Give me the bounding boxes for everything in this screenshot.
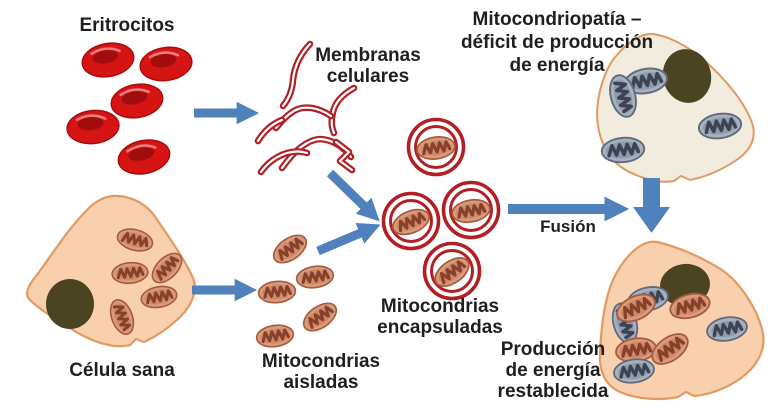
cell-nucleus <box>46 279 94 329</box>
arrow-isolated-to-encapsulated <box>316 222 381 256</box>
mitochondrion-icon <box>448 195 494 227</box>
label-mitochondriopathy: Mitocondriopatía – déficit de producción… <box>460 9 654 76</box>
label-fusion: Fusión <box>540 217 596 236</box>
label-energy-restored: Producción de energía restablecida <box>497 339 609 402</box>
diseased-cell <box>595 32 755 183</box>
mitochondrion-icon <box>293 262 337 292</box>
capsule-icon <box>381 191 441 251</box>
cell-nucleus <box>662 49 712 103</box>
membrane-fragment-icon <box>336 142 352 170</box>
label-cell-membranes: Membranas celulares <box>315 45 421 87</box>
arrows-group <box>192 101 670 302</box>
erythrocyte-icon <box>113 134 175 180</box>
capsule-icon <box>406 117 466 177</box>
membrane-fragment-icon <box>258 120 282 141</box>
capsule-icon <box>422 241 482 301</box>
capsule-icon <box>441 180 501 240</box>
erythrocyte-icon <box>136 42 196 86</box>
mitochondrion-icon <box>297 296 343 338</box>
erythrocytes-group <box>64 37 196 180</box>
arrow-membranes-to-encapsulated <box>326 169 380 222</box>
mitochondrion-icon <box>256 278 298 306</box>
mitochondrion-icon <box>267 228 313 270</box>
mitochondrion-icon <box>414 133 458 163</box>
arrow-diseased-to-restored <box>633 178 670 233</box>
erythrocyte-icon <box>78 37 138 83</box>
membrane-fragment-icon <box>332 88 354 133</box>
label-isolated-mitochondria: Mitocondrias aisladas <box>261 351 381 393</box>
label-encapsulated-mitochondria: Mitocondrias encapsuladas <box>377 296 503 338</box>
label-healthy-cell: Célula sana <box>69 360 175 381</box>
encapsulated-mitochondria-group <box>381 117 501 301</box>
restored-cell <box>598 240 765 401</box>
label-erythrocytes: Eritrocitos <box>79 15 175 36</box>
mitochondrion-icon <box>253 321 297 351</box>
erythrocyte-icon <box>107 78 167 124</box>
erythrocyte-icon <box>64 106 122 148</box>
healthy-cell <box>26 194 196 348</box>
membrane-fragment-icon <box>283 44 310 106</box>
